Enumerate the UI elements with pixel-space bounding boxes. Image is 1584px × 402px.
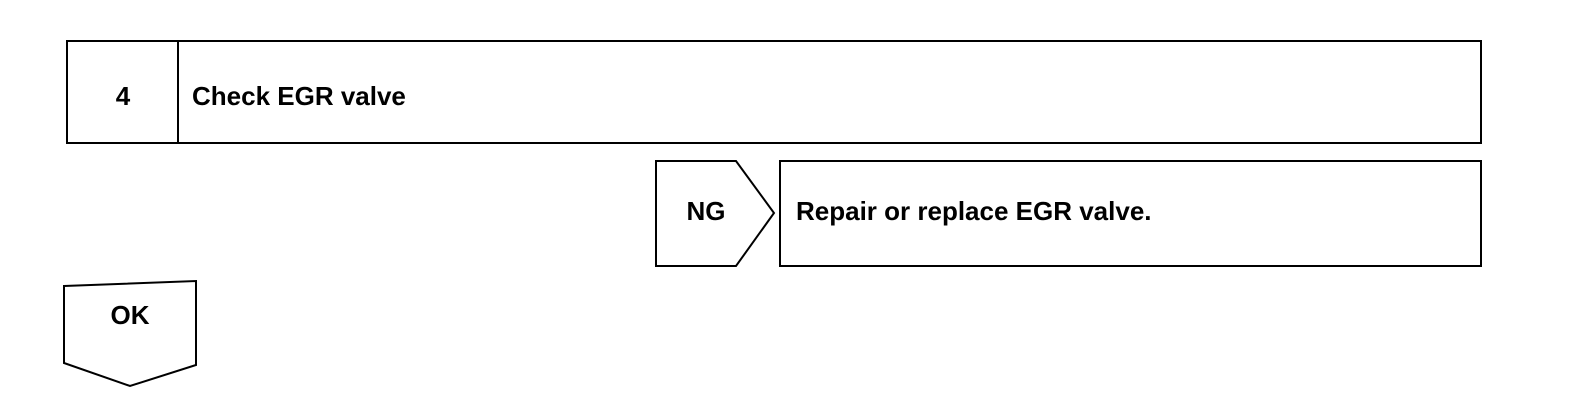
ng-action-text: Repair or replace EGR valve. (796, 196, 1152, 226)
ng-action-box (779, 160, 1482, 267)
step-number: 4 (115, 81, 131, 111)
ng-label: NG (686, 196, 726, 226)
ok-label: OK (110, 300, 150, 330)
step-header-box (66, 40, 1482, 144)
step-title: Check EGR valve (192, 81, 406, 111)
ok-arrow-shape (63, 279, 197, 388)
ng-arrow-shape (655, 160, 776, 267)
